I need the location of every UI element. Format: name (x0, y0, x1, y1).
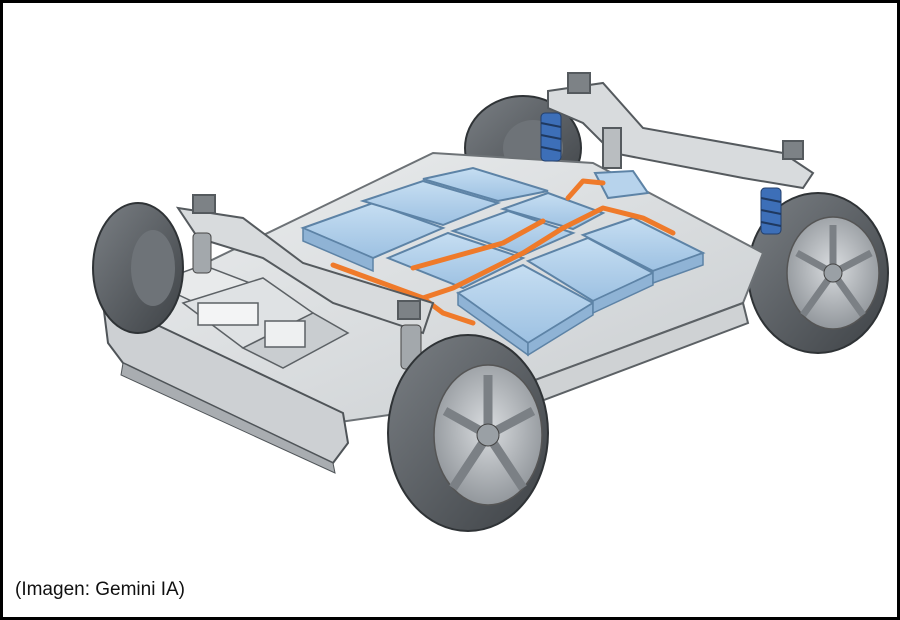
rear-subframe (547, 72, 815, 190)
rear-right-spring (760, 187, 782, 235)
battery-module (359, 179, 502, 227)
front-motor-unit (151, 264, 350, 369)
battery-module (449, 209, 576, 257)
ev-chassis-illustration (92, 72, 889, 532)
junction-box (593, 169, 650, 200)
battery-module (422, 166, 549, 203)
rear-right-wheel (747, 192, 889, 354)
hv-cables (330, 178, 676, 326)
front-subframe (175, 194, 435, 335)
front-right-wheel (387, 334, 549, 532)
front-left-wheel (92, 202, 184, 334)
image-caption: (Imagen: Gemini IA) (15, 579, 185, 600)
front-left-spring (192, 232, 212, 274)
rear-left-spring (540, 112, 562, 162)
front-bumper-beam (101, 301, 350, 465)
